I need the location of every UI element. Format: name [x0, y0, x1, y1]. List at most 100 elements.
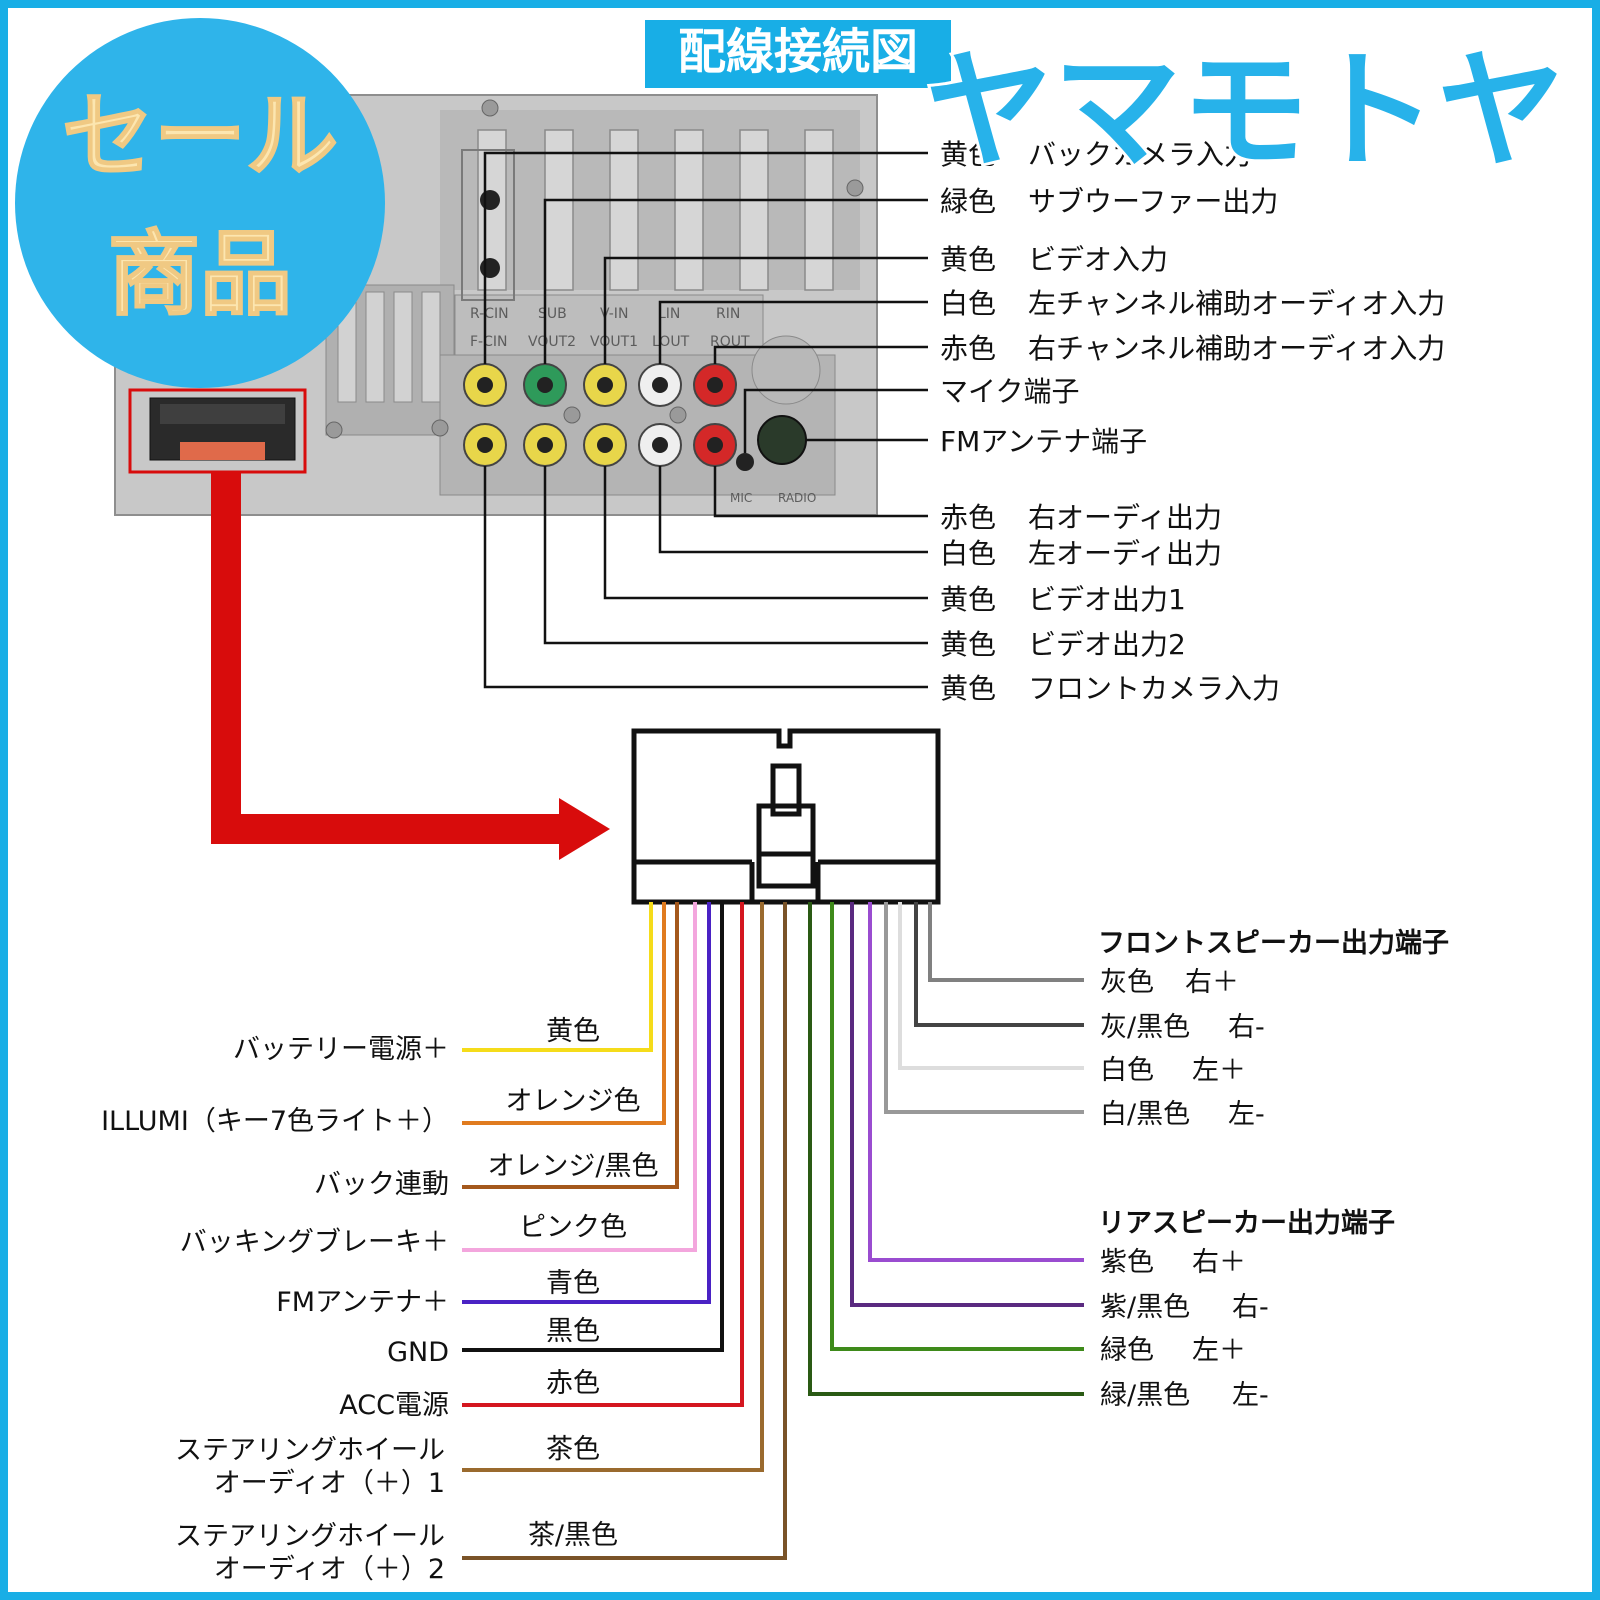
unit-power-connector — [128, 388, 307, 474]
speaker-polarity-label: 右- — [1228, 1012, 1265, 1043]
speaker-color-label: 緑色 — [1100, 1335, 1154, 1366]
port-label-bottom: VOUT2 — [528, 334, 576, 350]
harness-wires — [462, 902, 1084, 1560]
front-speaker-wire — [928, 902, 1084, 982]
harness-wire — [462, 902, 666, 1125]
terminal-function-label: フロントカメラ入力 — [1028, 672, 1280, 705]
harness-function-label: バッテリー電源＋ — [233, 1034, 449, 1065]
brand-logo: ヤマモトヤ — [925, 37, 1565, 186]
rear-speaker-wire — [868, 902, 1084, 1262]
harness-wire-color-label: 茶/黒色 — [528, 1520, 618, 1551]
sale-badge-line2: 商品 — [108, 221, 292, 328]
terminal-color-label: 赤色 — [940, 332, 996, 365]
harness-wire — [462, 902, 653, 1052]
harness-wire-color-label: 黒色 — [546, 1316, 600, 1347]
sale-badge-line1: セール — [62, 83, 338, 190]
speaker-polarity-label: 左＋ — [1192, 1055, 1246, 1086]
harness-wire — [462, 902, 744, 1407]
harness-wire-color-label: オレンジ/黒色 — [487, 1151, 658, 1182]
terminal-function-label: 左オーディ出力 — [1028, 537, 1222, 570]
speaker-color-label: 灰色 — [1100, 967, 1154, 998]
front-speaker-labels: フロントスピーカー出力端子 灰色 右＋ 灰/黒色 右- 白色 左＋ 白/黒色 左… — [1098, 928, 1449, 1130]
harness-wire-color-label: 黄色 — [546, 1016, 600, 1047]
harness-wire-color-label: オレンジ色 — [506, 1086, 641, 1117]
terminal-function-label: ビデオ出力2 — [1028, 628, 1186, 661]
harness-wire-color-label: ピンク色 — [519, 1212, 627, 1243]
rear-speaker-wire — [808, 902, 1084, 1396]
front-speaker-wire — [884, 902, 1084, 1114]
front-speaker-heading: フロントスピーカー出力端子 — [1098, 928, 1449, 959]
terminal-function-label: バックカメラ入力 — [1028, 138, 1252, 171]
terminal-color-label: 緑色 — [940, 185, 996, 218]
rear-speaker-labels: リアスピーカー出力端子 紫色 右＋ 紫/黒色 右- 緑色 左＋ 緑/黒色 左- — [1098, 1208, 1395, 1411]
harness-connector — [631, 728, 941, 905]
connector-arrow — [211, 472, 610, 860]
fm-antenna-jack — [757, 415, 807, 465]
terminal-function-label: 右チャンネル補助オーディオ入力 — [1028, 332, 1445, 365]
harness-function-label: ACC電源 — [339, 1390, 449, 1421]
terminal-function-label: ビデオ出力1 — [1028, 583, 1186, 616]
front-speaker-wire — [914, 902, 1084, 1027]
port-label-top: V-IN — [600, 306, 628, 322]
harness-function-label: バック連動 — [314, 1169, 449, 1200]
speaker-color-label: 紫/黒色 — [1100, 1292, 1190, 1323]
harness-wire — [462, 902, 679, 1189]
harness-wire — [462, 902, 724, 1352]
terminal-color-label: 黄色 — [940, 583, 996, 616]
harness-wire — [462, 902, 764, 1472]
rear-speaker-wire — [850, 902, 1084, 1307]
mic-jack — [736, 453, 754, 471]
terminal-color-label: 白色 — [940, 287, 996, 320]
terminal-function-label: マイク端子 — [940, 375, 1079, 408]
port-label-base: RADIO — [778, 491, 816, 505]
port-label-top: LIN — [658, 306, 680, 322]
speaker-polarity-label: 右- — [1232, 1292, 1269, 1323]
harness-function-label: ILLUMI（キー7色ライト＋） — [101, 1106, 449, 1137]
speaker-polarity-label: 左- — [1228, 1099, 1265, 1130]
terminal-function-label: 右オーディ出力 — [1028, 501, 1222, 534]
front-speaker-wire — [898, 902, 1084, 1070]
port-label-top: R-CIN — [470, 306, 509, 322]
port-label-bottom: F-CIN — [470, 334, 507, 350]
rca-top-row — [463, 363, 737, 407]
terminal-function-label: FMアンテナ端子 — [940, 425, 1147, 458]
speaker-color-label: 緑/黒色 — [1100, 1380, 1190, 1411]
rear-speaker-wire — [830, 902, 1084, 1351]
sale-badge: セール 商品 — [15, 18, 385, 388]
terminal-color-label: 黄色 — [940, 672, 996, 705]
port-label-top: SUB — [538, 306, 567, 322]
terminal-color-label: 黄色 — [940, 628, 996, 661]
port-label-base: MIC — [730, 491, 752, 505]
harness-wire-color-label: 赤色 — [546, 1368, 600, 1399]
terminal-function-label: ビデオ入力 — [1028, 243, 1168, 276]
terminal-color-label: 白色 — [940, 537, 996, 570]
harness-function-label: ステアリングホイールオーディオ（＋）2 — [175, 1521, 445, 1585]
terminal-color-label: 黄色 — [940, 243, 996, 276]
harness-function-label: GND — [387, 1337, 449, 1368]
title-banner: 配線接続図 — [645, 20, 951, 88]
harness-function-label: FMアンテナ＋ — [276, 1287, 449, 1318]
port-label-bottom: LOUT — [652, 334, 690, 350]
terminal-leaders — [483, 151, 928, 689]
speaker-polarity-label: 右＋ — [1185, 967, 1239, 998]
speaker-color-label: 白色 — [1100, 1055, 1154, 1086]
speaker-polarity-label: 左＋ — [1192, 1335, 1246, 1366]
harness-wire — [462, 902, 787, 1560]
harness-wire-color-label: 茶色 — [546, 1434, 600, 1465]
speaker-color-label: 紫色 — [1100, 1247, 1154, 1278]
terminal-function-label: 左チャンネル補助オーディオ入力 — [1028, 287, 1445, 320]
speaker-polarity-label: 左- — [1232, 1380, 1269, 1411]
harness-function-label: ステアリングホイールオーディオ（＋）1 — [175, 1435, 445, 1499]
speaker-polarity-label: 右＋ — [1192, 1247, 1246, 1278]
terminal-color-label: 黄色 — [940, 138, 996, 171]
speaker-color-label: 白/黒色 — [1100, 1099, 1190, 1130]
port-label-top: RIN — [716, 306, 740, 322]
harness-left-labels: バッテリー電源＋ 黄色 ILLUMI（キー7色ライト＋） オレンジ色 バック連動… — [101, 1016, 658, 1551]
harness-wire — [462, 902, 711, 1304]
harness-wire — [462, 902, 697, 1252]
harness-wire-color-label: 青色 — [546, 1268, 600, 1299]
title-text: 配線接続図 — [678, 24, 918, 80]
terminal-labels: 黄色 バックカメラ入力 緑色 サブウーファー出力 黄色 ビデオ入力 白色 左チャ… — [940, 138, 1445, 705]
